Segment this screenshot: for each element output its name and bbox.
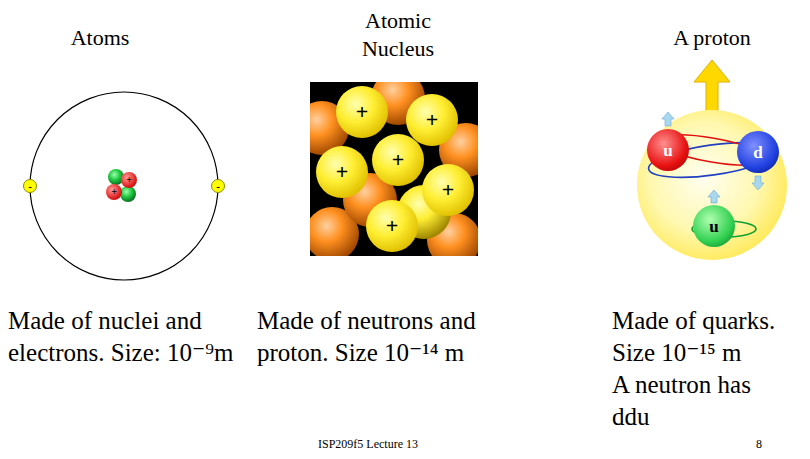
- up-quark: u: [647, 129, 689, 171]
- proton-ball: +: [106, 184, 122, 200]
- footer-text: ISP209f5 Lecture 13: [318, 437, 418, 451]
- node-label: u: [709, 218, 718, 235]
- column-heading: Atomic Nucleus: [343, 7, 453, 63]
- description-text: Size 10⁻¹⁵ m: [612, 337, 741, 369]
- description-text-box: A neutron has ddu: [612, 369, 784, 433]
- quark-spin-arrow: [662, 112, 674, 126]
- electron-ball: -: [23, 179, 37, 193]
- column-heading-box: Atoms: [20, 24, 180, 52]
- quark-spin-arrow: [752, 176, 764, 190]
- footer-text-box: ISP209f5 Lecture 13: [318, 437, 418, 451]
- down-quark: d: [737, 131, 779, 173]
- node-label: +: [126, 175, 132, 185]
- description-text-box: Made of neutrons and proton. Size 10⁻¹⁴ …: [257, 305, 497, 369]
- column-heading-box: Atomic Nucleus: [343, 7, 453, 63]
- column-heading-box: A proton: [632, 24, 792, 52]
- proton-ball: +: [121, 172, 137, 188]
- node-label: -: [28, 181, 32, 192]
- column-heading: A proton: [673, 24, 751, 52]
- description-text-box: Made of nuclei and electrons. Size: 10⁻⁹…: [8, 305, 253, 369]
- description-text-box: Made of quarks.: [612, 305, 775, 337]
- page-number: 8: [756, 437, 762, 451]
- spin-arrow: [694, 60, 730, 112]
- node-label: -: [216, 181, 220, 192]
- nucleon-cluster: [310, 82, 478, 256]
- proton-sphere: +: [406, 94, 458, 146]
- electron-orbit: [30, 92, 218, 280]
- node-label: d: [753, 144, 762, 161]
- node-label: u: [663, 142, 672, 159]
- up-quark: u: [693, 205, 735, 247]
- proton-sphere: +: [336, 86, 388, 138]
- node-label: +: [426, 109, 439, 131]
- neutron-ball: [120, 186, 136, 202]
- description-text-box: Size 10⁻¹⁵ m: [612, 337, 741, 369]
- column-heading: Atoms: [71, 24, 130, 52]
- electron-ball: -: [211, 179, 225, 193]
- description-text: Made of nuclei and electrons. Size: 10⁻⁹…: [8, 305, 253, 369]
- node-label: +: [392, 149, 405, 171]
- proton-body: [637, 110, 787, 260]
- node-label: +: [336, 161, 349, 183]
- page-number-box: 8: [756, 437, 762, 451]
- proton-sphere: +: [316, 146, 368, 198]
- description-text: Made of neutrons and proton. Size 10⁻¹⁴ …: [257, 305, 497, 369]
- description-text: Made of quarks.: [612, 305, 775, 337]
- node-label: +: [356, 101, 369, 123]
- proton-sphere: +: [372, 134, 424, 186]
- description-text: A neutron has ddu: [612, 369, 784, 433]
- proton-sphere: +: [366, 200, 418, 252]
- quark-spin-arrow: [708, 190, 720, 203]
- node-label: +: [386, 215, 399, 237]
- proton-sphere: +: [422, 164, 474, 216]
- node-label: +: [111, 187, 117, 197]
- node-label: +: [442, 179, 455, 201]
